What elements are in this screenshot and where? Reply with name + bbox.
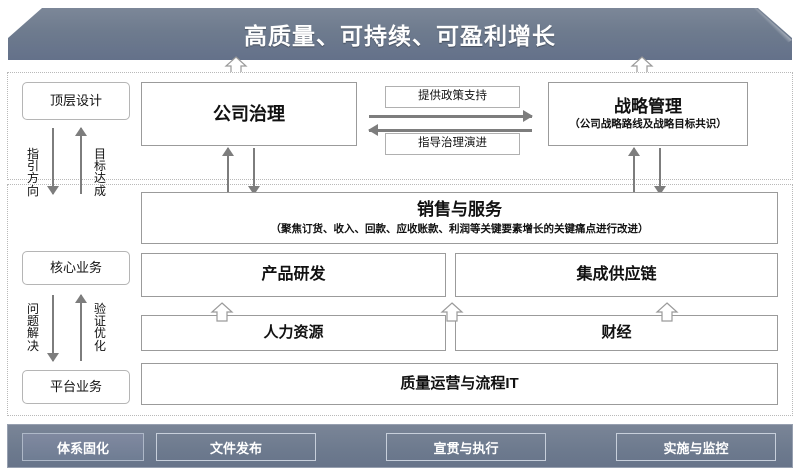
side-label-platform-business-text: 平台业务	[49, 378, 102, 394]
line-arrow-right-icon	[369, 110, 533, 122]
label-guide-evolution: 指导治理演进	[385, 133, 520, 155]
block-arrow-up-icon	[655, 302, 679, 322]
box-human-resources-title: 人力资源	[263, 324, 324, 342]
box-corporate-governance-title: 公司治理	[213, 103, 285, 124]
box-sales-and-service-subtitle: （聚焦订货、收入、回款、应收账款、利润等关键要素增长的关键痛点进行改进）	[270, 222, 649, 235]
box-product-rnd-title: 产品研发	[261, 265, 326, 283]
box-quality-ops-process-it[interactable]: 质量运营与流程IT	[141, 363, 778, 405]
block-arrow-up-icon	[210, 302, 234, 322]
box-finance-title: 财经	[601, 324, 632, 342]
line-arrow-left-icon	[368, 124, 532, 136]
line-arrow-down-icon	[47, 128, 59, 195]
box-integrated-supply-chain-title: 集成供应链	[576, 265, 657, 283]
line-arrow-up-icon	[628, 147, 640, 194]
line-arrow-up-icon	[75, 127, 87, 194]
label-guide-evolution-text: 指导治理演进	[418, 137, 487, 150]
side-label-top-design-text: 顶层设计	[49, 92, 102, 108]
box-corporate-governance[interactable]: 公司治理	[141, 82, 357, 146]
block-arrow-up-icon	[440, 302, 464, 322]
box-human-resources[interactable]: 人力资源	[141, 315, 446, 351]
box-quality-ops-process-it-title: 质量运营与流程IT	[400, 375, 519, 393]
banner-title: 高质量、可持续、可盈利增长	[244, 23, 556, 49]
rail-label-guide-direction: 指引方向	[26, 147, 39, 198]
line-arrow-up-icon	[222, 147, 234, 194]
bottom-item-system-solidification[interactable]: 体系固化	[22, 433, 144, 461]
side-label-platform-business: 平台业务	[22, 370, 130, 404]
side-label-top-design: 顶层设计	[22, 82, 130, 120]
box-sales-and-service-title: 销售与服务	[417, 200, 502, 220]
side-label-core-business-text: 核心业务	[49, 259, 102, 275]
bottom-process-bar: 体系固化 文件发布 宣贯与执行 实施与监控	[7, 424, 793, 468]
box-integrated-supply-chain[interactable]: 集成供应链	[455, 253, 778, 297]
rail-label-goal-achievement: 目标达成	[93, 147, 106, 198]
bottom-item-document-release[interactable]: 文件发布	[156, 433, 316, 461]
line-arrow-down-icon	[47, 295, 59, 362]
label-policy-support: 提供政策支持	[385, 86, 520, 108]
rail-label-validate-optimize: 验证优化	[93, 302, 106, 353]
line-arrow-up-icon	[75, 294, 87, 361]
box-strategy-management-title: 战略管理	[614, 96, 682, 116]
rail-label-problem-solving: 问题解决	[26, 302, 39, 353]
box-finance[interactable]: 财经	[455, 315, 778, 351]
banner-shape	[8, 8, 792, 60]
bottom-item-implementation-monitoring[interactable]: 实施与监控	[616, 433, 776, 461]
label-policy-support-text: 提供政策支持	[418, 90, 487, 103]
box-strategy-management[interactable]: 战略管理 （公司战略路线及战略目标共识）	[548, 82, 748, 146]
line-arrow-down-icon	[654, 148, 666, 195]
line-arrow-down-icon	[248, 148, 260, 195]
box-product-rnd[interactable]: 产品研发	[141, 253, 446, 297]
bottom-item-promotion-execution[interactable]: 宣贯与执行	[386, 433, 546, 461]
box-strategy-management-subtitle: （公司战略路线及战略目标共识）	[569, 118, 727, 131]
box-sales-and-service[interactable]: 销售与服务 （聚焦订货、收入、回款、应收账款、利润等关键要素增长的关键痛点进行改…	[141, 192, 778, 244]
top-banner: 高质量、可持续、可盈利增长	[8, 8, 792, 60]
side-label-core-business: 核心业务	[22, 251, 130, 285]
